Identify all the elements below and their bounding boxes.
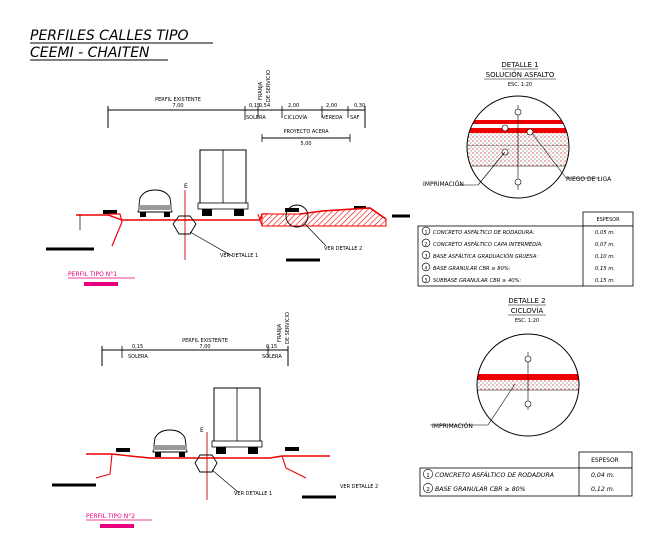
d1-table-header: ESPESOR [596, 217, 620, 223]
p1-ciclovia: CICLOVÍA [284, 114, 308, 121]
d1-row-value: 0,10 m. [595, 254, 615, 260]
d2-row-text: BASE GRANULAR CBR ≥ 80% [435, 486, 526, 493]
d2-imprimacion: IMPRIMACIÓN [432, 423, 473, 430]
d2-table-row: 2 BASE GRANULAR CBR ≥ 80% 0,12 m. [423, 483, 615, 493]
title-line-2: CEEMI - CHAITEN [30, 45, 150, 61]
p2-ver-detalle-1: VER DETALLE 1 [234, 491, 272, 497]
p1-existing-value: 7,00 [172, 103, 183, 109]
d1-table-row: 4 BASE GRANULAR CBR ≥ 80%: 0,15 m. [421, 262, 615, 272]
d2-table-header: ESPESOR [591, 457, 619, 464]
p1-servicio: DE SERVICIO [266, 70, 272, 102]
d1-row-number: 1 [425, 230, 428, 236]
d1-row-text: BASE GRANULAR CBR ≥ 80%: [433, 266, 511, 272]
d1-title: DETALLE 1 [501, 61, 538, 69]
truck-icon [197, 149, 249, 216]
d1-row-number: 5 [425, 278, 428, 284]
p1-label: PERFIL TIPO N°1 [68, 271, 117, 278]
d1-scale: ESC. 1:20 [508, 82, 532, 88]
p1-acera-label: PROYECTO ACERA [283, 129, 329, 135]
p2-solera-r: SOLERA [262, 354, 282, 360]
p2-label: PERFIL TIPO N°2 [86, 513, 135, 520]
p1-d2: 0,54 [259, 103, 270, 109]
p2-d1: 0,15 [132, 344, 143, 350]
d2-title: DETALLE 2 [508, 297, 545, 305]
p1-existing-label: PERFIL EXISTENTE [155, 97, 201, 103]
d2-row-value: 0,04 m. [591, 472, 615, 479]
d1-table: ESPESOR 1 CONCRETO ASFÁLTICO DE RODADURA:… [417, 211, 634, 287]
truck-icon [211, 387, 263, 454]
car-icon [137, 189, 173, 217]
p1-saf: SAF [350, 115, 360, 121]
d1-row-text: CONCRETO ASFÁLTICO DE RODADURA: [433, 229, 535, 236]
p1-vereda: VEREDA [322, 115, 343, 121]
d2-table: ESPESOR 1 CONCRETO ASFÁLTICO DE RODADURA 0… [419, 451, 633, 497]
d1-row-value: 0,15 m. [595, 266, 615, 272]
p1-acera-value: 5,00 [300, 141, 311, 147]
detail-1: DETALLE 1 SOLUCIÓN ASFALTO ESC. 1:20 IMP… [417, 61, 634, 287]
p1-d1: 0,15 [249, 103, 260, 109]
d1-row-value: 0,05 m. [595, 230, 615, 236]
p2-d2: 0,15 [266, 344, 277, 350]
d2-table-row: 1 CONCRETO ASFÁLTICO DE RODADURA 0,04 m. [423, 469, 615, 479]
p1-ver-detalle-1: VER DETALLE 1 [220, 253, 258, 259]
p2-franja: FRANJA [277, 323, 283, 342]
p1-ver-detalle-2: VER DETALLE 2 [324, 246, 362, 252]
d2-row-number: 2 [426, 487, 430, 493]
d1-table-row: 1 CONCRETO ASFÁLTICO DE RODADURA: 0,05 m. [421, 226, 615, 236]
d2-row-text: CONCRETO ASFÁLTICO DE RODADURA [435, 470, 554, 479]
p1-axis: E [184, 183, 188, 190]
d2-subtitle: CICLOVÍA [511, 306, 544, 315]
p2-existing-value: 7,00 [199, 344, 210, 350]
d1-row-value: 0,15 m. [595, 278, 615, 284]
title-line-1: PERFILES CALLES TIPO [30, 28, 188, 44]
p2-existing-label: PERFIL EXISTENTE [182, 338, 228, 344]
d2-row-number: 1 [426, 473, 430, 479]
d1-riego: RIEGO DE LIGA [566, 176, 612, 183]
p2-servicio: DE SERVICIO [285, 312, 291, 344]
p1-d5: 0,30 [354, 103, 365, 109]
p2-solera-l: SOLERA [128, 354, 148, 360]
d1-imprimacion: IMPRIMACIÓN [423, 181, 464, 188]
d1-row-number: 4 [425, 266, 428, 272]
p1-franja: FRANJA [258, 81, 264, 100]
d1-row-text: CONCRETO ASFÁLTICO CAPA INTERMEDIA: [433, 241, 543, 248]
d1-row-number: 3 [425, 254, 428, 260]
detail-2: DETALLE 2 CICLOVÍA ESC. 1:20 IMPRIMACIÓN… [419, 297, 633, 497]
profile-1: PERFIL EXISTENTE 7,00 0,15 0,54 2,00 2,0… [46, 70, 410, 286]
d1-table-row: 3 BASE ASFÁLTICA GRADUACIÓN GRUESA: 0,10 m… [421, 250, 615, 260]
d2-row-value: 0,12 m. [591, 486, 615, 493]
d1-row-number: 2 [425, 242, 428, 248]
p1-d3: 2,00 [288, 103, 299, 109]
d1-table-row: 5 SUBBASE GRANULAR CBR ≥ 40%: 0,15 m. [421, 274, 615, 284]
d1-row-text: BASE ASFÁLTICA GRADUACIÓN GRUESA: [433, 253, 538, 260]
d1-row-text: SUBBASE GRANULAR CBR ≥ 40%: [433, 278, 521, 284]
d2-scale: ESC. 1:20 [515, 318, 539, 324]
p1-solera: SOLERA [246, 115, 266, 121]
p2-ver-detalle-2: VER DETALLE 2 [340, 484, 378, 490]
profile-2: PERFIL EXISTENTE 7,00 0,15 0,15 SOLERA S… [52, 312, 378, 528]
d1-table-row: 2 CONCRETO ASFÁLTICO CAPA INTERMEDIA: 0,07… [421, 238, 615, 248]
d1-row-value: 0,07 m. [595, 242, 615, 248]
car-icon [152, 429, 188, 457]
p1-d4: 2,00 [326, 103, 337, 109]
p2-axis: E [200, 427, 204, 434]
d1-subtitle: SOLUCIÓN ASFALTO [486, 70, 555, 79]
